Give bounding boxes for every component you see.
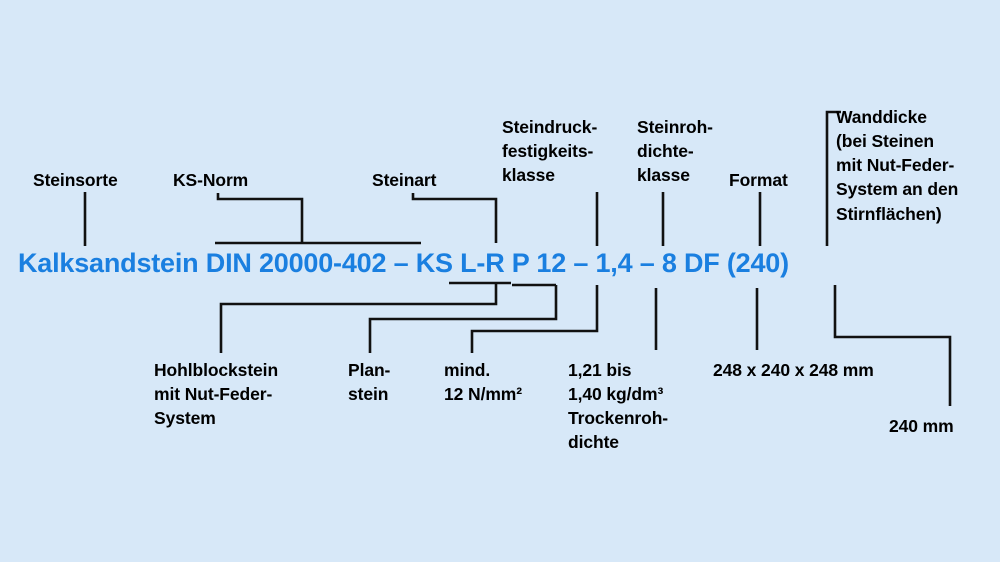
label-abmessungen: 248 x 240 x 248 mm <box>713 360 874 380</box>
connector-planstein <box>368 285 558 353</box>
label-steinsorte: Steinsorte <box>33 170 118 190</box>
label-steinart: Steinart <box>372 170 437 190</box>
connector-steinart <box>411 193 498 243</box>
formula-text: Kalksandstein DIN 20000-402 – KS L-R P 1… <box>18 248 789 278</box>
label-format: Format <box>729 170 788 190</box>
label-hohlblockstein: Hohlblockstein mit Nut-Feder- System <box>154 360 279 429</box>
label-druckfestigkeit: mind. 12 N/mm² <box>444 360 522 405</box>
connector-druckfestigkeit <box>470 285 599 353</box>
label-wanddicke: Wanddicke (bei Steinen mit Nut-Feder- Sy… <box>836 107 959 224</box>
label-steinrohdichteklasse: Steinroh- dichte- klasse <box>637 117 713 186</box>
connector-hohlblockstein <box>219 283 498 353</box>
label-ks-norm: KS-Norm <box>173 170 249 190</box>
connector-ks-norm <box>216 193 304 243</box>
label-steindruckfestigkeitsklasse: Steindruck- festigkeits- klasse <box>502 117 598 186</box>
label-planstein: Plan- stein <box>348 360 391 405</box>
label-wanddicke-wert: 240 mm <box>889 416 954 436</box>
label-rohdichte: 1,21 bis 1,40 kg/dm³ Trockenroh- dichte <box>568 360 669 453</box>
connector-wanddicke-wert <box>833 285 952 406</box>
